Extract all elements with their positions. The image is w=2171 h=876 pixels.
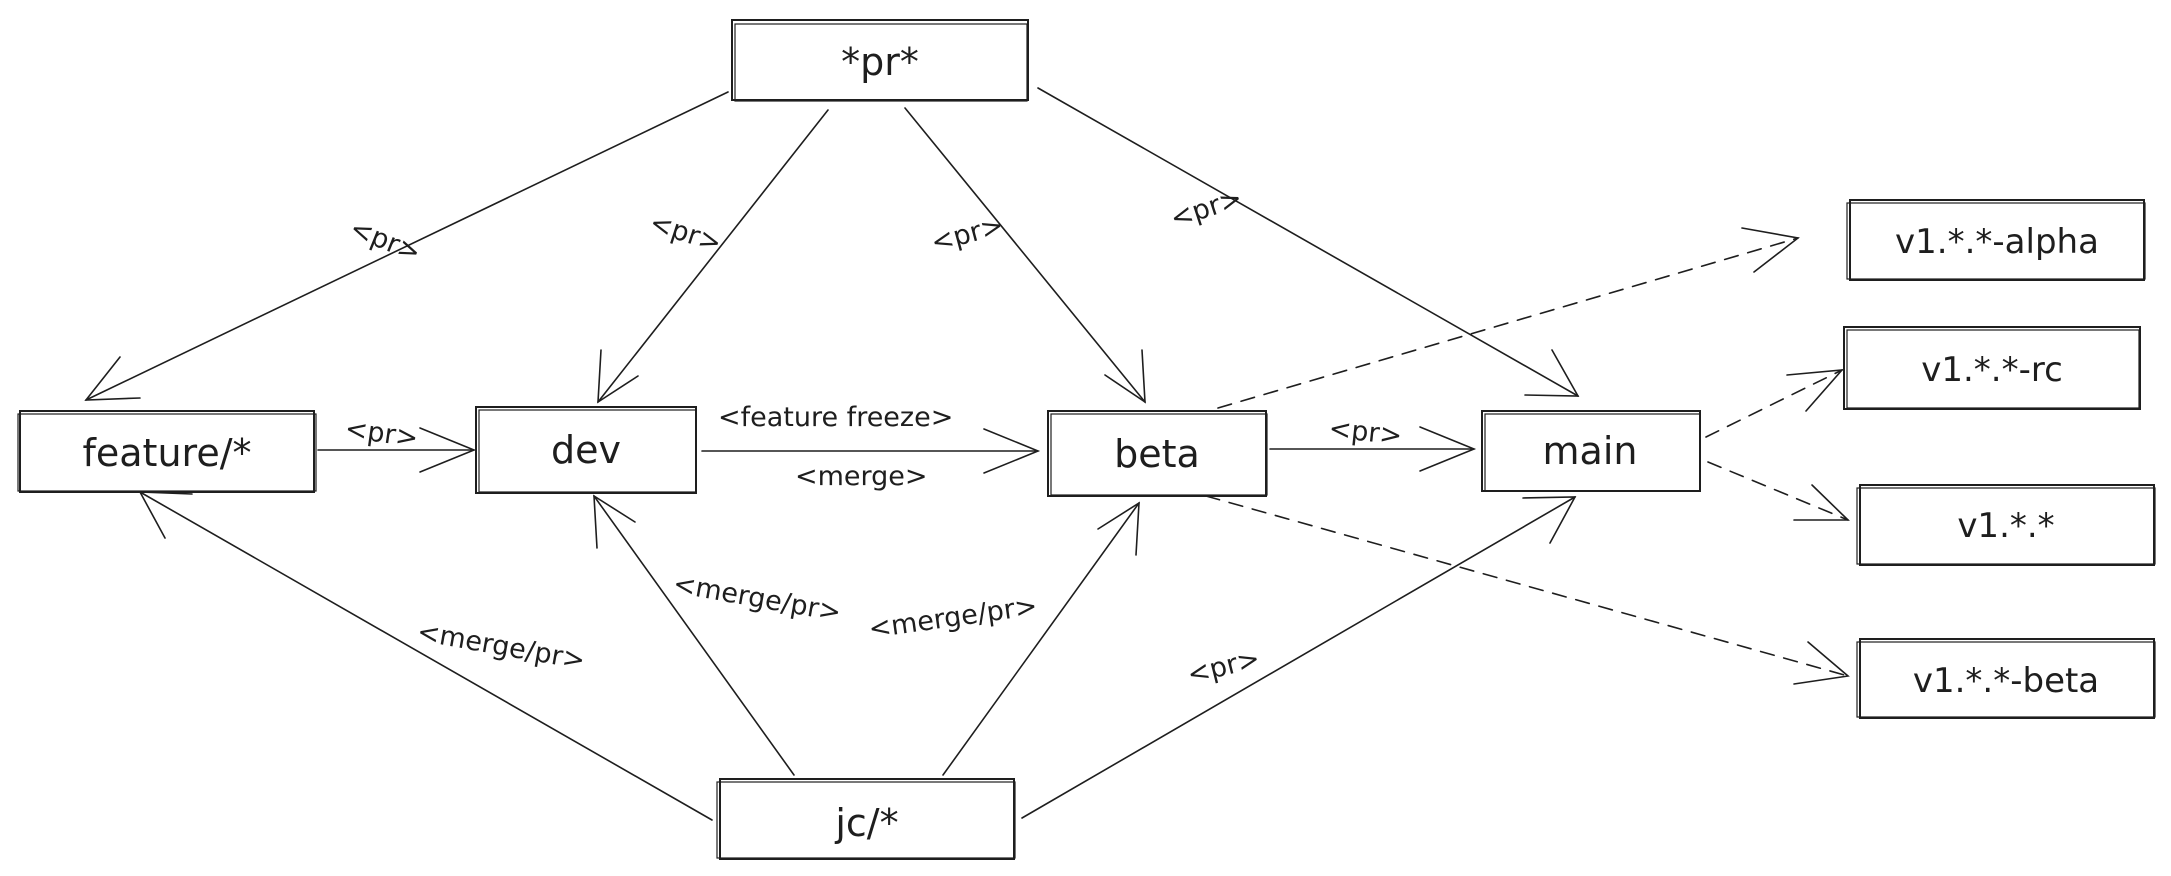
edge-label-dev-to-beta: <feature freeze> xyxy=(718,402,953,433)
node-feature-label: feature/* xyxy=(83,431,252,475)
edge-label-pr-to-dev: <pr> xyxy=(646,207,725,259)
edge-jc-to-main xyxy=(1021,496,1577,819)
node-jc-label: jc/* xyxy=(834,801,898,845)
edge-beta-to-v-beta xyxy=(1205,495,1850,685)
edge-label-pr-to-beta: <pr> xyxy=(928,210,1007,259)
node-v-rc: v1.*.*-rc xyxy=(1843,326,2141,410)
edge-pr-to-main xyxy=(1037,87,1580,397)
node-pr-label: *pr* xyxy=(841,40,919,84)
node-v-alpha-label: v1.*.*-alpha xyxy=(1895,222,2099,262)
edge-label-jc-to-main: <pr> xyxy=(1184,643,1263,691)
node-v-beta: v1.*.*-beta xyxy=(1856,638,2156,719)
node-v-beta-label: v1.*.*-beta xyxy=(1913,661,2099,701)
edge-jc-to-beta xyxy=(942,501,1140,776)
node-main: main xyxy=(1481,410,1701,492)
nodes: *pr* feature/* dev beta main jc/* xyxy=(17,19,2156,860)
edge-label-pr-to-main: <pr> xyxy=(1167,182,1246,234)
edge-label-jc-to-feature: <merge/pr> xyxy=(415,616,588,676)
node-v-release-label: v1.*.* xyxy=(1957,506,2054,546)
edge-label-jc-to-dev: <merge/pr> xyxy=(671,568,844,628)
edge-pr-to-dev xyxy=(597,109,829,404)
node-dev-label: dev xyxy=(551,428,621,472)
node-feature: feature/* xyxy=(17,410,317,493)
edge-pr-to-beta xyxy=(904,107,1146,404)
node-beta-label: beta xyxy=(1114,432,1200,476)
edge-main-to-v-release xyxy=(1707,461,1850,521)
edge-label-jc-to-beta: <merge/pr> xyxy=(867,591,1040,645)
node-dev: dev xyxy=(475,406,697,494)
edge-beta-to-main xyxy=(1269,426,1477,472)
edge-label-feature-to-dev: <pr> xyxy=(343,413,420,454)
node-v-rc-label: v1.*.*-rc xyxy=(1921,350,2063,390)
node-v-release: v1.*.* xyxy=(1856,484,2156,566)
node-jc: jc/* xyxy=(716,778,1016,860)
edge-label-pr-to-feature: <pr> xyxy=(345,213,425,269)
node-beta: beta xyxy=(1047,410,1268,497)
edge-feature-to-dev xyxy=(317,427,477,473)
edge-jc-to-dev xyxy=(593,494,795,776)
edge-label-beta-to-main: <pr> xyxy=(1327,413,1403,452)
node-main-label: main xyxy=(1543,429,1638,473)
edges xyxy=(84,87,1850,821)
node-pr: *pr* xyxy=(731,19,1029,102)
edge-label-dev-to-beta-secondary: <merge> xyxy=(795,461,928,492)
edge-pr-to-feature xyxy=(84,91,729,401)
edge-main-to-v-rc xyxy=(1705,369,1844,438)
edge-dev-to-beta xyxy=(701,428,1041,474)
edge-beta-to-v-alpha xyxy=(1217,227,1800,409)
node-v-alpha: v1.*.*-alpha xyxy=(1846,199,2146,281)
